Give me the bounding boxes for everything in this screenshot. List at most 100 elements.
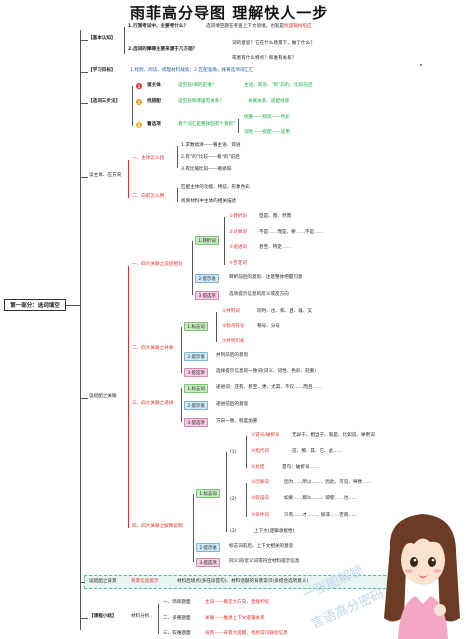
s2-tag1: 1.标志词 [184, 322, 208, 331]
basic-label: 【基本认知】 [88, 36, 116, 41]
step-2-desc: 读空处和哪里有关系？ [178, 99, 224, 104]
s1-t1-k2: ②对举词 [229, 230, 247, 235]
part1-branch: 读主体、应方向 [89, 173, 122, 178]
s4-tag2: 2.提示语 [196, 543, 220, 552]
s4-g2-spine [246, 483, 247, 517]
s2-tag3: 3.提选项 [184, 368, 208, 377]
s1-t1-v2: 不是……而是、要……不是…… [259, 230, 324, 235]
s1-tag2-text: 转折前后的意思、注意整体把握句意 [229, 275, 303, 280]
s4-tag3-text: 同义词/近义词或符合材料提示信息 [229, 559, 300, 564]
part4-item-1-head: 一、简单题面 [163, 600, 191, 605]
s4-g1-v2: 这、那、其、它、此…… [292, 449, 343, 454]
root-label: 第一部分：选词填空 [10, 303, 60, 309]
step-3-desc: 看个词汇是整体固有个意思？ [178, 122, 238, 127]
s1-tag2: 2.提示语 [195, 274, 219, 283]
part4-branch: 材料分析 [131, 614, 150, 619]
step-1-badge: 1 [136, 83, 142, 89]
branch-line-method [80, 103, 88, 104]
s1-t1-k4: ④否定词 [229, 261, 247, 266]
branch-line-part1 [80, 177, 88, 178]
step-3-badge: 3 [136, 122, 142, 128]
basic-q2: 2.选词的障碍主要来源于几方面？ [128, 47, 198, 52]
cartoon-girl-illustration [384, 514, 460, 639]
s2-title: 二、四大关联之并举 [132, 346, 174, 351]
s4-title: 四、四大关联之解释说明 [132, 524, 183, 529]
step-1-example: 主语、宾语、"的"前的、比较前后 [244, 83, 313, 88]
decorative-dot [420, 64, 422, 66]
s2-t1-k2: ②标点符号 [222, 324, 245, 329]
s4-g1-v1: 无异于、相当于、就是、比如说、举例词 [292, 433, 375, 438]
part4-item-1-desc: 主词——确定大方向、直接伸延 [205, 600, 270, 605]
s4-g1-spine [246, 436, 247, 468]
method-label: 【选词三步法】 [88, 99, 121, 104]
s1-t1-k1: ①转折词 [229, 214, 247, 219]
s2-t1-k1: ①并列词 [222, 309, 240, 314]
part1-h2-item-2: 找到材料中主体的相关描述 [181, 199, 237, 204]
s4-g2-k2: ②假设词 [251, 496, 269, 501]
branch-line-part2 [80, 398, 88, 399]
s4-tag2-text: 标志词前后、上下文相关的意思 [229, 544, 294, 549]
s4-g1-v3: 首句：破折号…… [282, 465, 319, 470]
s1-spine [192, 241, 193, 295]
part1-h1-item-1: 1.求数搞清——看主语、宾语 [181, 143, 241, 148]
s1-tag3: 3.提选项 [195, 291, 219, 300]
main-spine [80, 30, 81, 630]
basic-a1: 选词填空题在考查上下文语境，也就是 [206, 24, 285, 29]
part4-item-2-desc: 关联——推进上下文逻辑关系 [205, 616, 265, 621]
s2-t1-k3: ③并列句式 [222, 339, 245, 344]
s3-tag3: 3.提选项 [184, 418, 208, 427]
step-3-spine [238, 119, 239, 133]
branch-line-basic [80, 40, 88, 41]
s2-tag2: 2.提示语 [184, 352, 208, 361]
s4-g1: (1) [230, 450, 237, 455]
s3-tag1-text: 递进词：还有、甚至、更、尤其、不仅……而且…… [216, 385, 322, 390]
s4-g1-k2: ②指代词 [251, 449, 269, 454]
s1-tag1-spine [224, 217, 225, 265]
part3-label: 读搭配之背景 [89, 579, 117, 584]
basic-a1-highlight: 找逻辑找照应 [284, 24, 312, 29]
goal-text: 1.找到、阅读、梳理材料线索；2.匹配准确，择将选项词汇汇 [130, 68, 254, 73]
part1-h1-item-2: 2.有"的"比较——看"的"前后 [181, 155, 240, 160]
goal-label: 【学习目标】 [88, 68, 116, 73]
step-1-desc: 读空处/填的是谁？ [178, 83, 217, 88]
s2-t1-v1: 同时、也、和、且、既、又 [257, 309, 313, 314]
s3-tag3-text: 方向一致、程度加重 [216, 419, 258, 424]
branch-line-part4 [80, 618, 88, 619]
part4-item-2-head: 二、多重题面 [163, 616, 191, 621]
s2-t1-v2: 顿号、分号 [257, 324, 280, 329]
part2-branch: 读搭配之关联 [89, 394, 117, 399]
branch-line-goal [80, 72, 88, 73]
step-2-example: 关联关系、搭配线索 [248, 99, 290, 104]
part1-h2-item-1: 匹配主体的功能、特征、形象色彩 [181, 185, 250, 190]
s3-tag2: 2.提示语 [184, 401, 208, 410]
step-3-name: 看选项 [147, 122, 161, 127]
basic-a2b: 或者有什么特点？和谁有关系？ [232, 56, 297, 61]
s4-g2-v3: 只有……才……、除非……否则…… [284, 513, 358, 518]
s4-g2-v2: 如果……那么……、即使……也…… [284, 496, 358, 501]
s1-tag3-text: 选项提示信息的反义或反方向 [229, 292, 289, 297]
s1-tag1: 1.转折词 [195, 236, 219, 245]
root-node: 第一部分：选词填空 [4, 299, 66, 311]
part4-item-3-desc: 背景——背景大提醒、找到常识联动信息 [205, 631, 288, 636]
s1-t1-v3: 甚至、特定…… [259, 245, 292, 250]
s1-t1-v1: 但是、而、然而 [259, 214, 292, 219]
s3-title: 三、四大关联之递进 [132, 401, 174, 406]
s3-tag1: 1.标志词 [184, 384, 208, 393]
part1-h1-spine [177, 146, 178, 168]
root-connector [66, 305, 80, 306]
part1-spine [128, 160, 129, 198]
s3-tag2-text: 递进前后的意思 [216, 402, 249, 407]
branch-line-part3 [80, 582, 84, 583]
part3-highlight: 背景信息提示 [131, 579, 159, 584]
s1-title: 一、四大关联之前后相对 [132, 262, 183, 267]
s2-tag2-text: 并列前后的意思 [216, 353, 249, 358]
step-3-example-1: 侧重——程度——色彩 [244, 115, 290, 120]
s4-spine [193, 494, 194, 562]
part3-text: 材料后境点(多在段首句)、材料话题的背景常识(多结合选项意义) [177, 579, 309, 584]
step-3-example-2: 词性——搭配——适用 [244, 130, 290, 135]
s3-spine [181, 388, 182, 422]
s4-g2-k1: ①因果词 [251, 480, 269, 485]
step-1-name: 读主体 [147, 83, 161, 88]
s1-t1-k3: ③递进词 [229, 245, 247, 250]
basic-a2a: 词的意思？它在什么场景下，做了什么？ [232, 41, 315, 46]
